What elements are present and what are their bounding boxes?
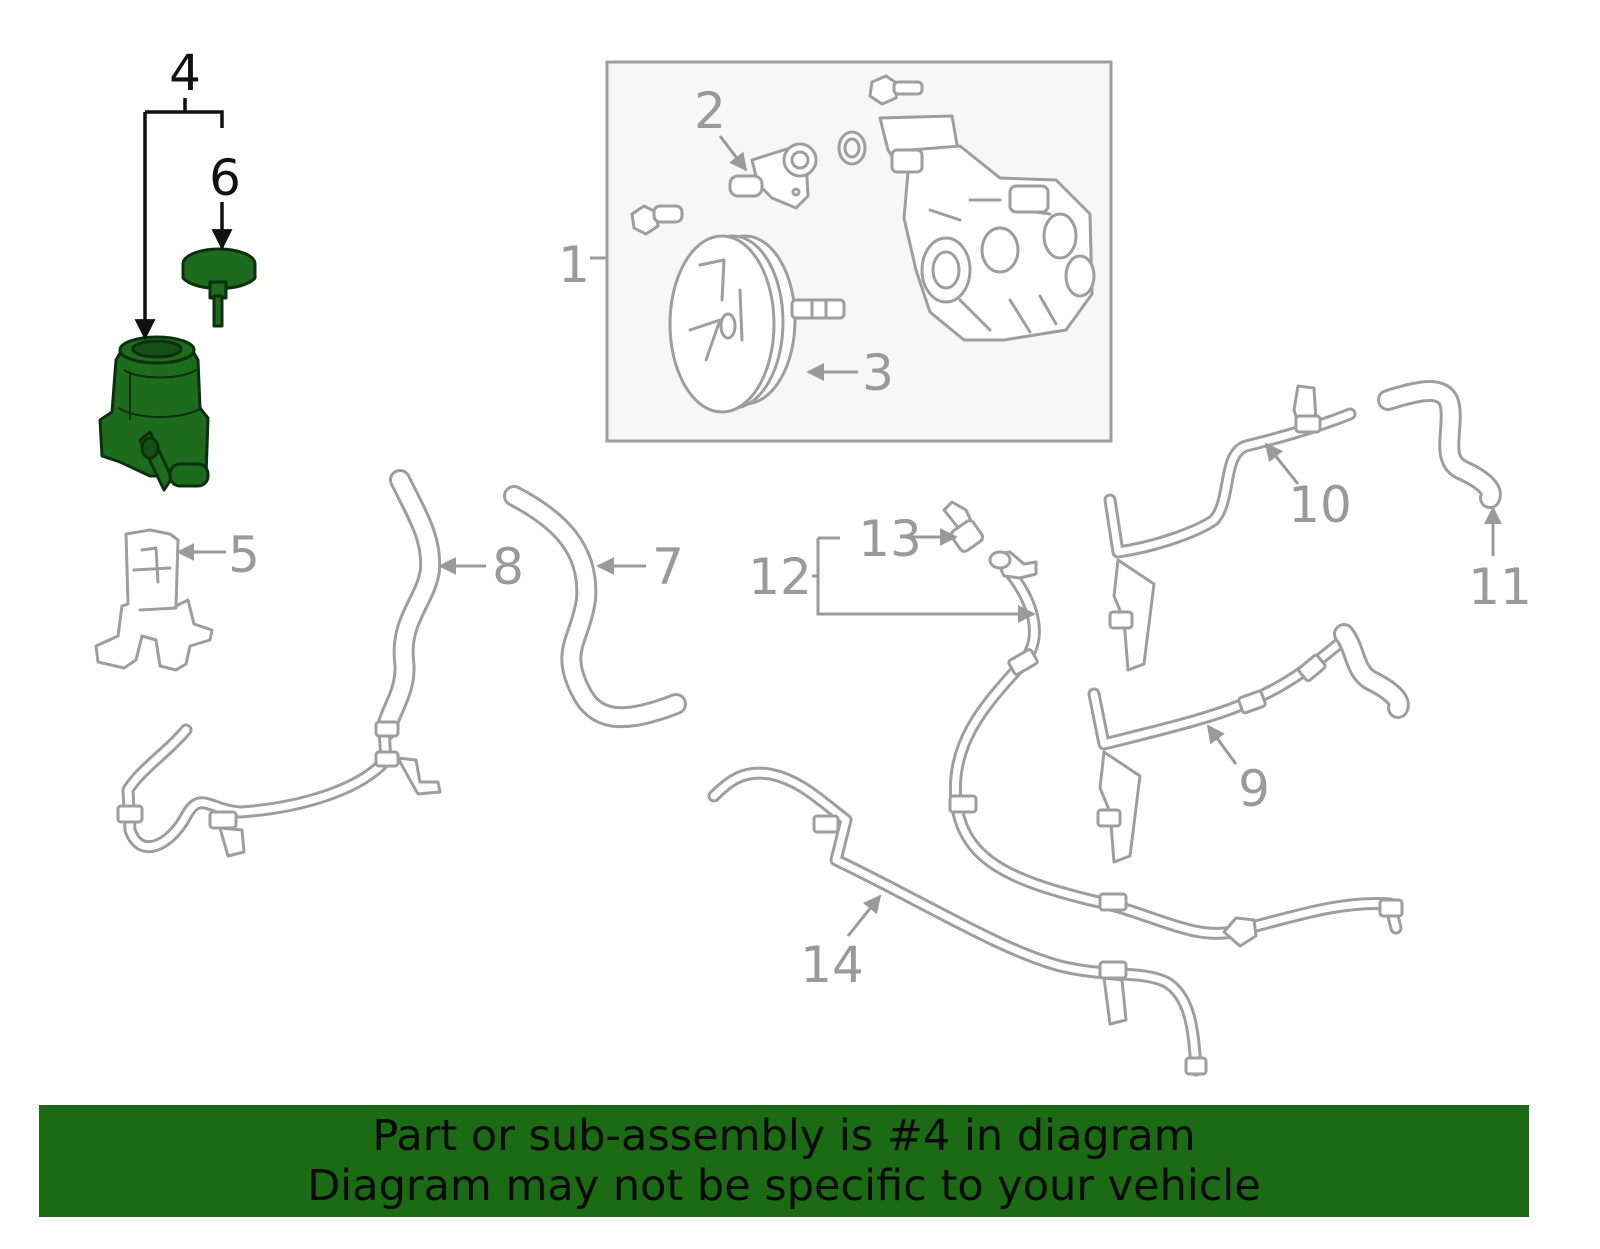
pump-bolt-top bbox=[868, 74, 924, 106]
return-line-14 bbox=[707, 766, 1208, 1077]
callout-8: 8 bbox=[492, 538, 524, 596]
return-hose bbox=[503, 485, 687, 729]
o-ring bbox=[837, 130, 867, 166]
callout-7: 7 bbox=[652, 538, 684, 596]
callout-4: 4 bbox=[169, 44, 201, 102]
pump-fitting bbox=[728, 142, 818, 210]
callout-14: 14 bbox=[800, 936, 864, 994]
cooler-line-10 bbox=[1103, 384, 1357, 672]
banner-line-1: Part or sub-assembly is #4 in diagram bbox=[372, 1111, 1196, 1161]
pressure-sensor bbox=[942, 500, 985, 553]
callout-5: 5 bbox=[228, 526, 260, 584]
pump-assembly-box bbox=[605, 60, 1113, 443]
pump-body bbox=[878, 114, 1096, 342]
pulley bbox=[668, 234, 846, 414]
cooler-hose-11 bbox=[1377, 380, 1502, 509]
callout-2: 2 bbox=[694, 82, 726, 140]
callout-12: 12 bbox=[748, 548, 812, 606]
reservoir-bracket bbox=[94, 528, 214, 672]
callout-1: 1 bbox=[558, 236, 590, 294]
callout-6: 6 bbox=[209, 149, 241, 207]
suction-hose bbox=[116, 469, 442, 858]
banner-line-2: Diagram may not be specific to your vehi… bbox=[307, 1161, 1261, 1211]
return-line-9 bbox=[1087, 623, 1410, 864]
reservoir-assembly bbox=[98, 335, 210, 492]
callout-10: 10 bbox=[1288, 476, 1352, 534]
callout-3: 3 bbox=[862, 344, 894, 402]
callout-11: 11 bbox=[1468, 558, 1532, 616]
reservoir-cap bbox=[181, 247, 257, 328]
callout-13: 13 bbox=[858, 510, 922, 568]
pump-bolt-left bbox=[630, 204, 684, 236]
info-banner: Part or sub-assembly is #4 in diagram Di… bbox=[39, 1105, 1529, 1217]
callout-9: 9 bbox=[1238, 760, 1270, 818]
pressure-line bbox=[948, 550, 1404, 948]
